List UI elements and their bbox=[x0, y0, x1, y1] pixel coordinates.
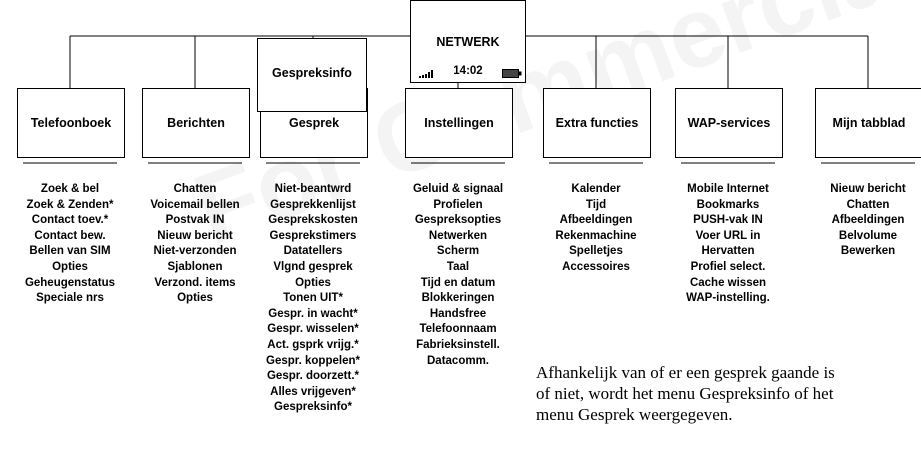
menu-item: Geluid & signaal bbox=[412, 183, 504, 195]
menu-item: Bookmarks bbox=[696, 198, 760, 211]
menu-item: Hervatten bbox=[701, 245, 755, 258]
menu-item: Opties bbox=[295, 276, 331, 289]
menu-box: Extra functies bbox=[543, 88, 651, 158]
note-line: of niet, wordt het menu Gespreksinfo of … bbox=[536, 384, 834, 403]
signal-icon bbox=[419, 70, 433, 78]
menu-item: Profiel select. bbox=[690, 260, 766, 273]
menu-item: Tijd en datum bbox=[420, 276, 496, 289]
menu-item: Chatten bbox=[173, 183, 217, 195]
menu-item: PUSH-vak IN bbox=[693, 214, 763, 227]
menu-item: Gespreksopties bbox=[414, 214, 502, 227]
menu-item: Niet-verzonden bbox=[153, 245, 237, 258]
menu-item: Profielen bbox=[433, 198, 483, 211]
gespreksinfo-box: Gespreksinfo bbox=[257, 38, 367, 112]
menu-item: Afbeeldingen bbox=[831, 214, 905, 227]
menu-item: Handsfree bbox=[429, 307, 487, 320]
menu-item: Tonen UIT* bbox=[283, 292, 343, 305]
menu-item: Scherm bbox=[436, 245, 480, 258]
menu-title: Telefoonboek bbox=[30, 116, 112, 130]
menu-item: Mobile Internet bbox=[687, 183, 769, 195]
menu-box: Berichten bbox=[142, 88, 250, 158]
menu-item: Spelletjes bbox=[569, 245, 623, 258]
menu-title: Extra functies bbox=[555, 116, 639, 130]
menu-item: Zoek & Zenden* bbox=[26, 198, 114, 211]
menu-title: Instellingen bbox=[424, 116, 494, 130]
menu-item: Datatellers bbox=[283, 245, 343, 258]
menu-item: Postvak IN bbox=[165, 214, 225, 227]
menu-item: Taal bbox=[446, 260, 470, 273]
menu-box: Telefoonboek bbox=[17, 88, 125, 158]
menu-item: Geheugenstatus bbox=[24, 276, 116, 289]
menu-item: Afbeeldingen bbox=[559, 214, 633, 227]
note-line: menu Gesprek weergegeven. bbox=[536, 405, 733, 424]
menu-item: Vlgnd gesprek bbox=[273, 260, 353, 273]
menu-item: Voicemail bellen bbox=[150, 198, 240, 211]
menu-item: Gespr. koppelen* bbox=[266, 354, 360, 367]
menu-item: Gespr. in wacht* bbox=[268, 307, 358, 320]
menu-item: Belvolume bbox=[838, 229, 898, 242]
menu-item: Fabrieksinstell. bbox=[416, 338, 500, 351]
note-line: Afhankelijk van of er een gesprek gaande… bbox=[536, 363, 835, 382]
menu-item: Gesprekkenlijst bbox=[270, 198, 356, 211]
menu-item: Netwerken bbox=[428, 229, 488, 242]
menu-item: Rekenmachine bbox=[555, 229, 637, 242]
menu-item: Accessoires bbox=[562, 260, 630, 273]
clock-time: 14:02 bbox=[453, 65, 483, 77]
menu-item: Verzond. items bbox=[154, 276, 236, 289]
menu-item: Alles vrijgeven* bbox=[270, 385, 356, 398]
menu-item: Gespr. doorzett.* bbox=[266, 370, 360, 383]
menu-title: WAP-services bbox=[687, 116, 771, 130]
menu-item: Bewerken bbox=[840, 245, 896, 258]
menu-item: Nieuw bericht bbox=[830, 183, 906, 195]
gespreksinfo-label: Gespreksinfo bbox=[272, 66, 352, 80]
battery-icon bbox=[502, 69, 522, 78]
menu-item: Gesprekstimers bbox=[269, 229, 357, 242]
menu-item: Gespr. wisselen* bbox=[267, 323, 359, 336]
menu-box: Instellingen bbox=[405, 88, 513, 158]
menu-item: Contact bew. bbox=[34, 229, 106, 242]
menu-item: Bellen van SIM bbox=[29, 245, 111, 258]
menu-item: Sjablonen bbox=[167, 260, 223, 273]
menu-item: Tijd bbox=[585, 198, 607, 211]
menu-item: Datacomm. bbox=[427, 354, 489, 367]
note-text: Afhankelijk van of er een gesprek gaande… bbox=[536, 362, 921, 425]
menu-item: Opties bbox=[177, 292, 213, 305]
menu-item: Gespreksinfo* bbox=[274, 401, 352, 414]
menu-title: Berichten bbox=[167, 116, 225, 130]
netwerk-screen: NETWERK 14:02 bbox=[410, 0, 526, 83]
menu-item: Contact toev.* bbox=[31, 214, 109, 227]
menu-item: Telefoonnaam bbox=[419, 323, 497, 336]
menu-item: Niet-beantwrd bbox=[274, 183, 352, 195]
menu-title: Mijn tabblad bbox=[832, 116, 906, 130]
menu-item: Cache wissen bbox=[689, 276, 767, 289]
menu-item: Chatten bbox=[846, 198, 890, 211]
menu-item: Act. gsprk vrijg.* bbox=[267, 338, 359, 351]
root-title: NETWERK bbox=[436, 35, 500, 49]
menu-box: WAP-services bbox=[675, 88, 783, 158]
menu-item: Gesprekskosten bbox=[268, 214, 358, 227]
menu-item: Voer URL in bbox=[695, 229, 761, 242]
menu-title: Gesprek bbox=[288, 116, 340, 130]
menu-item: Opties bbox=[52, 260, 88, 273]
menu-box: Mijn tabblad bbox=[815, 88, 921, 158]
menu-item: Zoek & bel bbox=[40, 183, 100, 195]
menu-item: Nieuw bericht bbox=[157, 229, 233, 242]
menu-item: WAP-instelling. bbox=[686, 292, 770, 305]
menu-item: Blokkeringen bbox=[421, 292, 495, 305]
menu-item: Kalender bbox=[571, 183, 621, 195]
menu-item: Speciale nrs bbox=[36, 292, 104, 305]
